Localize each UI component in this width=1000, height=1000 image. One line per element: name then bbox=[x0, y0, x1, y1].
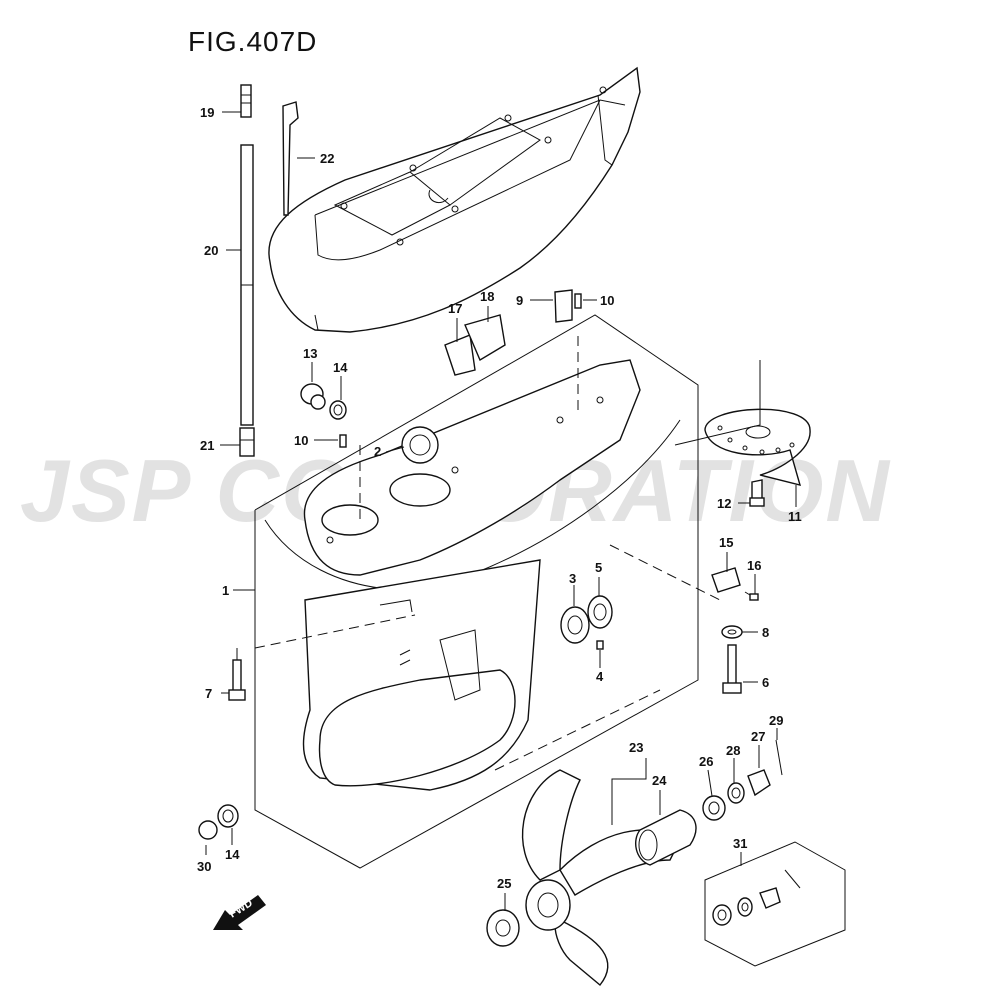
callout-1: 1 bbox=[222, 583, 229, 598]
callout-15: 15 bbox=[719, 535, 733, 550]
callout-18: 18 bbox=[480, 289, 494, 304]
callout-8: 8 bbox=[762, 625, 769, 640]
plug-upper bbox=[300, 383, 347, 420]
callout-16: 16 bbox=[747, 558, 761, 573]
callout-25: 25 bbox=[497, 876, 511, 891]
cable-tie bbox=[282, 101, 299, 216]
anode-block bbox=[609, 544, 759, 601]
callout-13: 13 bbox=[303, 346, 317, 361]
callout-30: 30 bbox=[197, 859, 211, 874]
alignment-lines bbox=[254, 335, 661, 771]
callout-9: 9 bbox=[516, 293, 523, 308]
thrust-bushing bbox=[634, 809, 697, 866]
callout-26: 26 bbox=[699, 754, 713, 769]
fwd-arrow: FWD bbox=[213, 895, 266, 930]
figure-title: FIG.407D bbox=[188, 26, 318, 57]
callout-11: 11 bbox=[788, 509, 802, 524]
drive-shaft bbox=[239, 84, 255, 457]
callout-27: 27 bbox=[751, 729, 765, 744]
leader-lines bbox=[205, 111, 797, 910]
nut-washers bbox=[702, 739, 783, 821]
callout-6: 6 bbox=[762, 675, 769, 690]
propeller bbox=[486, 769, 681, 986]
callout-10b: 10 bbox=[294, 433, 308, 448]
callout-22: 22 bbox=[320, 151, 334, 166]
gear-case-housing bbox=[264, 359, 681, 791]
trim-tab-anode bbox=[674, 360, 811, 507]
callout-7: 7 bbox=[205, 686, 212, 701]
upper-cover bbox=[268, 66, 641, 333]
kit-box bbox=[704, 841, 846, 967]
callout-29: 29 bbox=[769, 713, 783, 728]
callout-19: 19 bbox=[200, 105, 214, 120]
callout-20: 20 bbox=[204, 243, 218, 258]
callout-labels: 1 2 3 4 5 6 7 8 9 10 10 11 12 13 14 14 1… bbox=[197, 105, 802, 891]
plug-lower bbox=[198, 804, 239, 840]
callout-5: 5 bbox=[595, 560, 602, 575]
callout-12: 12 bbox=[717, 496, 731, 511]
callout-4: 4 bbox=[596, 669, 604, 684]
bolt-washer-right bbox=[721, 625, 743, 694]
callout-14a: 14 bbox=[333, 360, 348, 375]
seal-parts bbox=[339, 289, 582, 448]
callout-2: 2 bbox=[374, 444, 381, 459]
callout-21: 21 bbox=[200, 438, 214, 453]
callout-17: 17 bbox=[448, 301, 462, 316]
callout-23: 23 bbox=[629, 740, 643, 755]
bolt-left bbox=[228, 648, 246, 701]
callout-31: 31 bbox=[733, 836, 747, 851]
callout-10a: 10 bbox=[600, 293, 614, 308]
callout-14b: 14 bbox=[225, 847, 240, 862]
callout-28: 28 bbox=[726, 743, 740, 758]
callout-24: 24 bbox=[652, 773, 667, 788]
bearing-seal bbox=[560, 595, 613, 650]
gear-case-box bbox=[254, 314, 699, 869]
callout-3: 3 bbox=[569, 571, 576, 586]
